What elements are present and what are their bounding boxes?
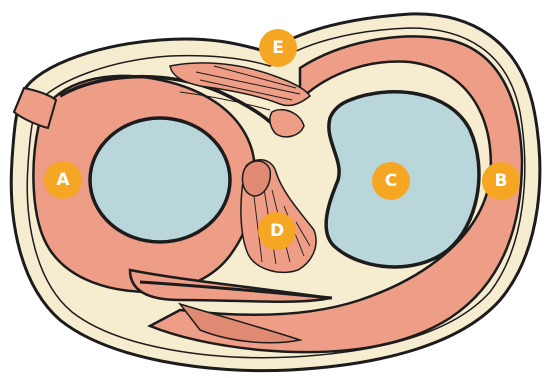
label-marker-a: A [44,161,82,199]
label-marker-b: B [482,162,520,200]
lateral-tibial-cartilage [90,118,230,242]
label-marker-d: D [258,212,296,250]
label-marker-e: E [259,29,297,67]
label-marker-c: C [372,162,410,200]
